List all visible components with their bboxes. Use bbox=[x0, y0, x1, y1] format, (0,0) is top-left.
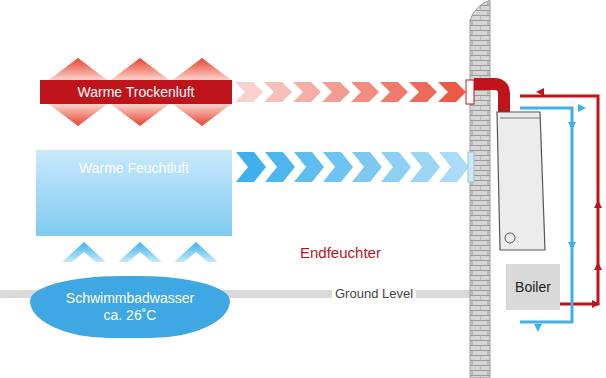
air-bar: Warme Trockenluft bbox=[40, 80, 232, 104]
node-text: Warme Trockenluft bbox=[78, 84, 195, 101]
node-text: Boiler bbox=[515, 279, 551, 296]
component-label: Endfeuchter bbox=[300, 244, 381, 261]
air-box: Warme Feuchtluft bbox=[36, 150, 232, 236]
pool-shape: Schwimmbadwasser ca. 26˚C bbox=[30, 276, 230, 338]
boiler-box: Boiler bbox=[506, 264, 560, 310]
node-text: Schwimmbadwasser ca. 26˚C bbox=[55, 290, 205, 324]
node-text: Warme Feuchtluft bbox=[79, 160, 189, 177]
ground-label: Ground Level bbox=[332, 286, 416, 301]
